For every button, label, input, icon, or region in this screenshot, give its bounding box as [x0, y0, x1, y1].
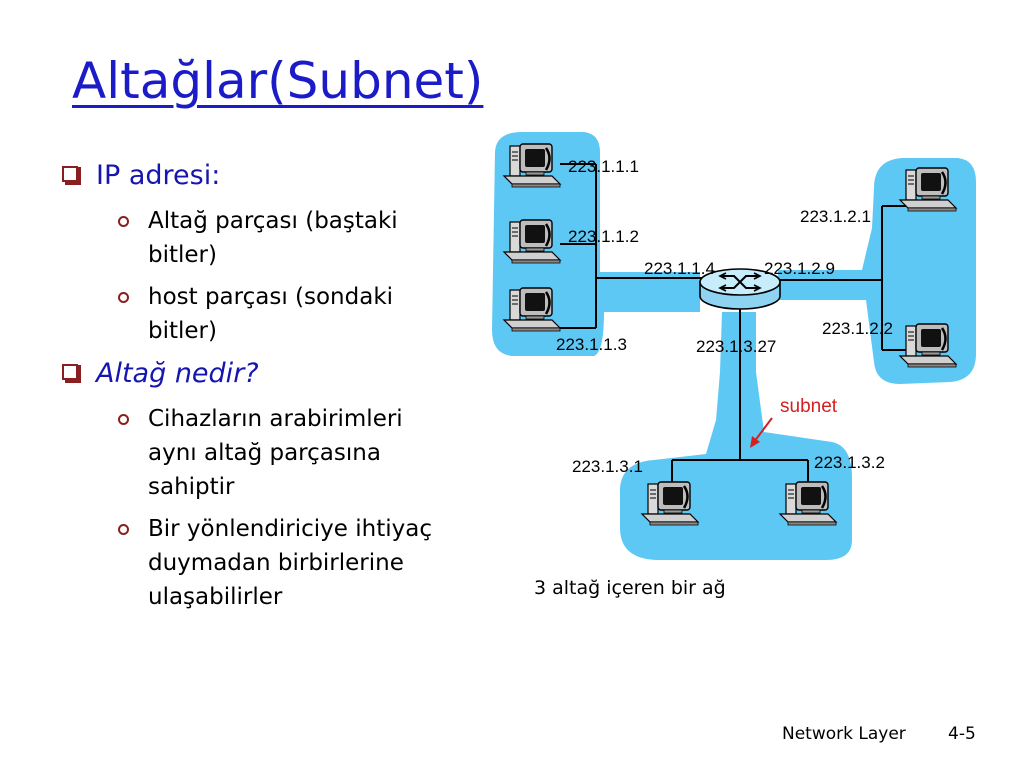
circle-bullet-icon — [118, 524, 129, 535]
sub-bullet-text: host parçası (sondaki bitler) — [148, 284, 394, 344]
circle-bullet-icon — [118, 216, 129, 227]
address-label: 223.1.3.27 — [696, 337, 776, 356]
address-label: 223.1.2.9 — [764, 259, 835, 278]
address-label: 223.1.3.1 — [572, 457, 643, 476]
bullet-ip-address: IP adresi: — [62, 160, 220, 191]
address-label: 223.1.2.1 — [800, 207, 871, 226]
sub-bullet-text: Cihazların arabirimleri aynı altağ parça… — [148, 406, 403, 500]
sub-bullet-text: Altağ parçası (baştaki bitler) — [148, 208, 398, 268]
sub-bullet-text: Bir yönlendiriciye ihtiyaç duymadan birb… — [148, 516, 432, 610]
computer-icon — [898, 322, 958, 369]
sub-bullet-no-router: Bir yönlendiriciye ihtiyaç duymadan birb… — [118, 512, 458, 614]
address-label: 223.1.1.3 — [556, 335, 627, 354]
address-label: 223.1.1.1 — [568, 157, 639, 176]
computer-icon — [502, 286, 562, 333]
subnet-label: subnet — [780, 396, 838, 417]
address-label: 223.1.2.2 — [822, 319, 893, 338]
address-label: 223.1.1.2 — [568, 227, 639, 246]
computer-icon — [502, 142, 562, 189]
subnet-arrow-icon — [750, 417, 773, 448]
address-label: 223.1.1.4 — [644, 259, 715, 278]
circle-bullet-icon — [118, 292, 129, 303]
bullet-text: IP adresi: — [96, 160, 221, 191]
square-bullet-icon — [62, 364, 81, 383]
computer-icon — [898, 166, 958, 213]
footer-section: Network Layer — [782, 724, 906, 744]
computer-icon — [640, 480, 700, 527]
footer-page-number: 4-5 — [948, 724, 976, 744]
bullet-text: Altağ nedir? — [96, 358, 259, 389]
address-label: 223.1.3.2 — [814, 453, 885, 472]
computer-icon — [502, 218, 562, 265]
router-icon — [699, 268, 781, 310]
diagram-caption: 3 altağ içeren bir ağ — [534, 577, 726, 599]
sub-bullet-host-part: host parçası (sondaki bitler) — [118, 280, 458, 348]
square-bullet-icon — [62, 166, 81, 185]
sub-bullet-same-subnet: Cihazların arabirimleri aynı altağ parça… — [118, 402, 458, 504]
bullet-what-is-subnet: Altağ nedir? — [62, 358, 259, 389]
sub-bullet-network-part: Altağ parçası (baştaki bitler) — [118, 204, 458, 272]
computer-icon — [778, 480, 838, 527]
circle-bullet-icon — [118, 414, 129, 425]
slide-title: Altağlar(Subnet) — [72, 52, 484, 110]
